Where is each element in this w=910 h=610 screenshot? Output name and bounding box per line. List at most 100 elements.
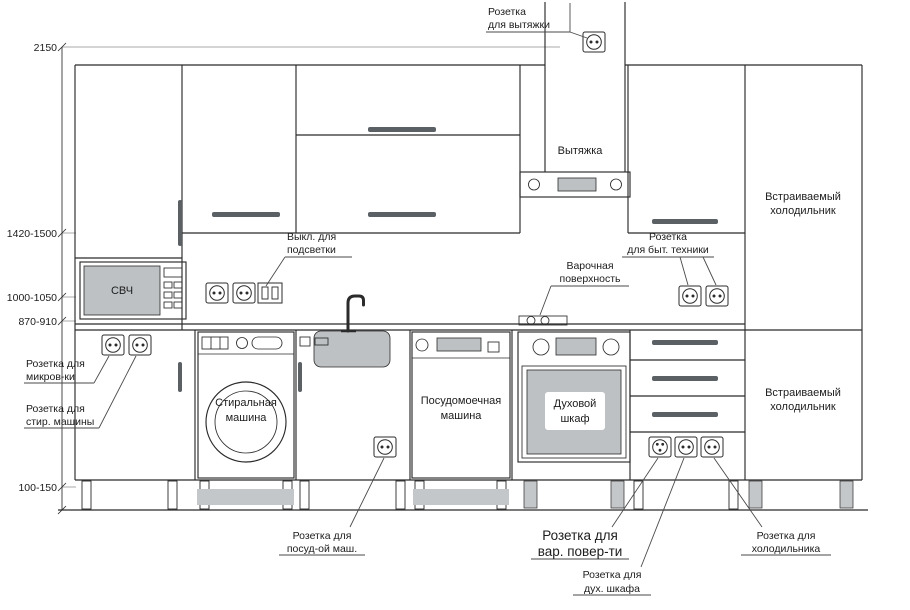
- light-switch-label-1: Выкл. для: [287, 231, 336, 243]
- hood-filter: [557, 177, 597, 192]
- drawer-handle: [652, 412, 718, 417]
- door-handle: [652, 219, 718, 224]
- hood-socket-label-2: для вытяжки: [488, 19, 550, 31]
- leader-dishwasher-socket: [279, 457, 385, 556]
- socket-cooktop: [648, 436, 672, 458]
- cooktop-slab: [518, 315, 568, 326]
- leader-microwave-socket: [24, 355, 110, 384]
- plinth-strip: [197, 489, 294, 505]
- door-handle: [368, 127, 436, 132]
- light-switch-label-2: подсветки: [287, 244, 336, 256]
- washer-display: [251, 336, 283, 350]
- fridge-lower-label-1: Встраиваемый: [765, 387, 841, 399]
- cooktop-label-1: Варочная: [566, 260, 613, 272]
- door-handle: [368, 212, 436, 217]
- cooktop-socket-label-1: Розетка для: [542, 528, 618, 543]
- door-handle-vertical: [178, 200, 182, 246]
- washer-label-1: Стиральная: [215, 397, 277, 409]
- dishwasher-body: [411, 331, 511, 479]
- oven-label-plate: [545, 392, 605, 430]
- dishwasher-button: [487, 341, 500, 353]
- fridge-upper-label-2: холодильник: [770, 205, 836, 217]
- fridge-socket-label-2: холодильника: [752, 543, 821, 555]
- washer-drawer-lines: [210, 337, 221, 349]
- cooktop-burner: [540, 316, 550, 325]
- dishwasher-socket-label-1: Розетка для: [293, 530, 352, 542]
- washer-body: [197, 331, 295, 479]
- socket-dishwasher: [373, 436, 397, 458]
- microwave: СВЧ: [79, 261, 187, 320]
- oven-knob: [532, 338, 550, 356]
- fridge-upper-label-1: Встраиваемый: [765, 191, 841, 203]
- legs-and-plinths: [81, 480, 854, 510]
- cooktop: [518, 315, 568, 326]
- washing-machine: Стиральная машина: [197, 331, 295, 479]
- socket-washer: [128, 334, 152, 356]
- washer-door-outer: [205, 381, 287, 463]
- oven-foot: [523, 480, 538, 509]
- dim-870-910: 870-910: [18, 316, 57, 328]
- cabinet-leg: [299, 480, 310, 510]
- cabinet-knob: [314, 337, 329, 346]
- cooktop-label-2: поверхность: [560, 273, 621, 285]
- hood-light: [610, 178, 622, 191]
- hood-body: [519, 171, 631, 198]
- oven-label-2: шкаф: [560, 413, 589, 425]
- microwave-door: [83, 265, 161, 316]
- microwave-socket-label-1: Розетка для: [26, 358, 85, 370]
- leader-light-switch: [265, 256, 352, 287]
- oven-foot: [610, 480, 625, 509]
- dishwasher-label-2: машина: [441, 410, 483, 422]
- cabinet-leg: [633, 480, 644, 510]
- cabinet-knob: [299, 336, 311, 347]
- carcass-lines: [74, 64, 863, 481]
- sink-cabinet: [299, 294, 391, 368]
- oven-socket-label-1: Розетка для: [583, 569, 642, 581]
- oven-label-1: Духовой: [554, 398, 597, 410]
- dimension-scale: 2150 1420-1500 1000-1050 870-910 100-150: [7, 42, 868, 515]
- appliance-socket-label-1: Розетка: [649, 231, 687, 243]
- hood: Вытяжка: [519, 145, 631, 198]
- cabinet-leg: [395, 480, 406, 510]
- socket-backsplash-left-1: [205, 282, 229, 304]
- leader-cooktop: [539, 285, 629, 316]
- socket-appliance-1: [678, 285, 702, 307]
- faucet: [346, 294, 365, 333]
- dishwasher-display: [436, 337, 482, 352]
- dimension-ticks: [57, 42, 67, 515]
- dishwasher-label-1: Посудомоечная: [421, 395, 502, 407]
- hood-label: Вытяжка: [558, 145, 604, 157]
- light-switch: [257, 282, 283, 304]
- callout-texts: Розетка для вытяжки Выкл. для подсветки …: [26, 6, 820, 595]
- socket-hood: [582, 31, 606, 53]
- washer-knob: [236, 337, 248, 349]
- sink-basin: [313, 330, 391, 368]
- hood-socket-label-1: Розетка: [488, 6, 526, 18]
- socket-microwave: [101, 334, 125, 356]
- socket-oven: [674, 436, 698, 458]
- washer-door-inner: [214, 390, 278, 454]
- dim-1000-1050: 1000-1050: [7, 292, 57, 304]
- extension-lines: [62, 46, 560, 488]
- socket-appliance-2: [705, 285, 729, 307]
- dim-100-150: 100-150: [18, 482, 57, 494]
- drawer-handle: [652, 340, 718, 345]
- oven: Духовой шкаф: [517, 331, 631, 463]
- cabinet-leg: [167, 480, 178, 510]
- microwave-control-panel: [163, 267, 183, 309]
- leader-washer-socket: [24, 355, 137, 429]
- cabinet-leg: [81, 480, 92, 510]
- microwave-label: СВЧ: [111, 285, 133, 297]
- cooktop-burner: [526, 316, 536, 325]
- fridge-foot: [748, 480, 763, 509]
- cooktop-socket-label-2: вар. повер-ти: [538, 544, 623, 559]
- dim-2150: 2150: [34, 42, 58, 54]
- leader-cooktop-socket: [531, 457, 659, 560]
- dishwasher-knob: [415, 338, 429, 352]
- oven-door: [521, 365, 627, 459]
- door-handle-vertical: [178, 362, 182, 392]
- dishwasher-socket-label-2: посуд-ой маш.: [287, 543, 357, 555]
- washer-detergent-drawer: [201, 336, 229, 350]
